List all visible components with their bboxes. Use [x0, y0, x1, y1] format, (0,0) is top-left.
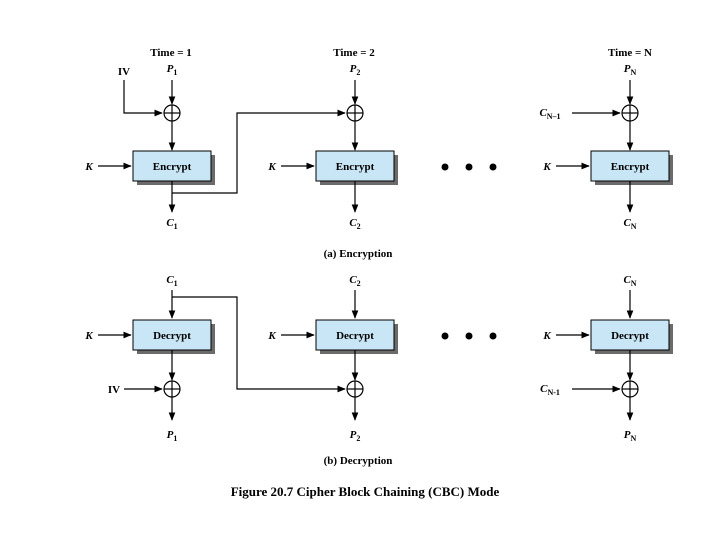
- dec-xor-n: [621, 380, 639, 398]
- enc-ciphertext-2: C2: [349, 217, 360, 231]
- dec-plaintext-2: P2: [350, 429, 361, 443]
- decrypt-block-2: Decrypt: [315, 319, 398, 354]
- enc-caption: (a) Encryption: [324, 248, 393, 260]
- time-label-n: Time = N: [608, 47, 652, 59]
- encrypt-block-1: Encrypt: [132, 150, 215, 185]
- decrypt-block-n: Decrypt: [590, 319, 673, 354]
- dec-xor-1: [163, 380, 181, 398]
- time-label-2: Time = 2: [333, 47, 375, 59]
- enc-key-1: K: [84, 161, 93, 173]
- svg-text:Encrypt: Encrypt: [611, 161, 650, 173]
- svg-text:Decrypt: Decrypt: [336, 330, 374, 342]
- enc-prev-cipher: CN–1: [539, 107, 560, 121]
- enc-key-2: K: [267, 161, 276, 173]
- enc-ellipsis: [441, 163, 497, 171]
- enc-iv-label: IV: [118, 66, 130, 78]
- svg-text:Decrypt: Decrypt: [153, 330, 191, 342]
- dec-iv-label: IV: [108, 384, 120, 396]
- dec-prev-cipher: CN-1: [540, 383, 560, 397]
- dec-key-1: K: [84, 330, 93, 342]
- dec-ciphertext-1: C1: [166, 274, 177, 288]
- dec-xor-2: [346, 380, 364, 398]
- dec-ciphertext-2: C2: [349, 274, 360, 288]
- encrypt-block-n: Encrypt: [590, 150, 673, 185]
- dec-plaintext-n: PN: [624, 429, 637, 443]
- dec-key-2: K: [267, 330, 276, 342]
- encryption-section: Time = 1 Time = 2 Time = N P1 P2 PN IV: [84, 47, 673, 260]
- enc-ciphertext-1: C1: [166, 217, 177, 231]
- enc-iv-wire: [123, 80, 163, 117]
- enc-plaintext-n: PN: [624, 63, 637, 77]
- figure-title: Figure 20.7 Cipher Block Chaining (CBC) …: [231, 484, 500, 499]
- dec-key-n: K: [542, 330, 551, 342]
- dec-plaintext-1: P1: [167, 429, 178, 443]
- decrypt-block-1: Decrypt: [132, 319, 215, 354]
- decryption-section: C1 C2 CN Decrypt Decrypt Decrypt K K K: [84, 274, 673, 467]
- enc-plaintext-2: P2: [350, 63, 361, 77]
- dec-ellipsis: [441, 332, 497, 340]
- encrypt-block-2: Encrypt: [315, 150, 398, 185]
- enc-xor-2: [346, 104, 364, 122]
- dec-ciphertext-n: CN: [623, 274, 636, 288]
- enc-xor-n: [621, 104, 639, 122]
- enc-plaintext-1: P1: [167, 63, 178, 77]
- enc-xor-1: [163, 104, 181, 122]
- dec-chain-wire: [172, 296, 346, 393]
- svg-text:Encrypt: Encrypt: [153, 161, 192, 173]
- time-label-1: Time = 1: [150, 47, 192, 59]
- svg-text:Encrypt: Encrypt: [336, 161, 375, 173]
- svg-text:Decrypt: Decrypt: [611, 330, 649, 342]
- enc-chain-wire: [172, 109, 346, 194]
- enc-ciphertext-n: CN: [623, 217, 636, 231]
- dec-caption: (b) Decryption: [324, 455, 393, 467]
- enc-key-n: K: [542, 161, 551, 173]
